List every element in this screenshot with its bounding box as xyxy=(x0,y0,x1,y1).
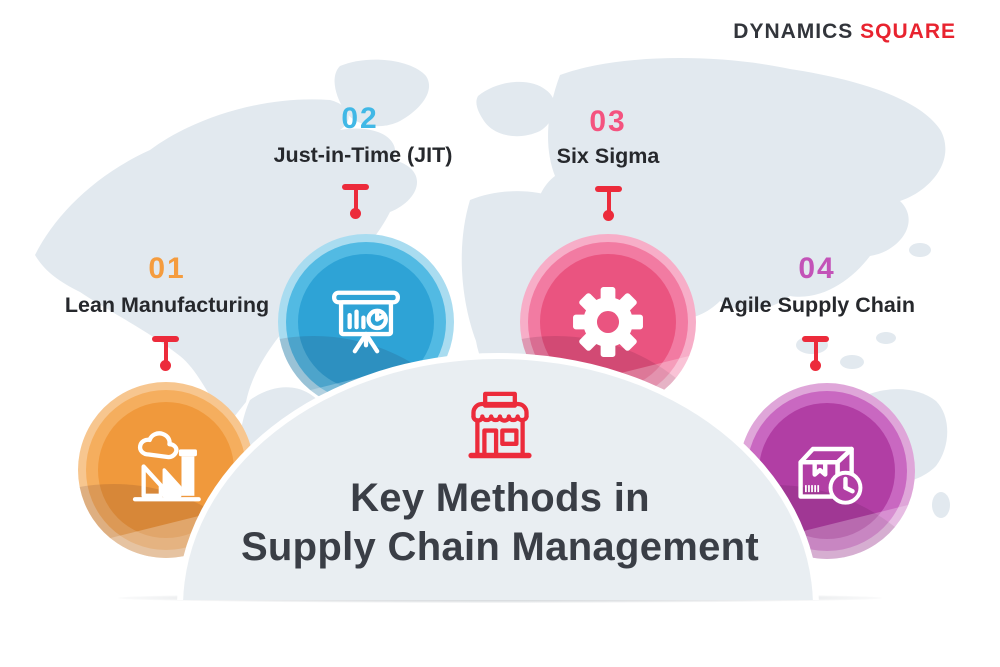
method-4-label: Agile Supply Chain xyxy=(719,293,915,317)
method-2-number: 02 xyxy=(341,102,379,135)
pin-marker-icon xyxy=(802,336,829,372)
page-title: Key Methods in Supply Chain Management xyxy=(241,474,759,572)
presentation-chart-icon xyxy=(332,290,400,354)
page-title-line-2: Supply Chain Management xyxy=(240,525,760,569)
method-2-label: Just-in-Time (JIT) xyxy=(273,143,453,167)
storefront-icon xyxy=(468,391,532,459)
method-1-label: Lean Manufacturing xyxy=(64,293,270,317)
page-title-line-1: Key Methods in xyxy=(350,476,650,520)
pin-marker-icon xyxy=(152,336,179,372)
method-3-number: 03 xyxy=(589,105,627,138)
gear-icon xyxy=(573,287,643,357)
method-3-label: Six Sigma xyxy=(556,144,660,168)
pin-marker-icon xyxy=(595,186,622,222)
factory-icon xyxy=(132,431,201,502)
title-dome: Key Methods in Supply Chain Management xyxy=(140,350,860,600)
package-clock-icon xyxy=(798,446,863,505)
pin-marker-icon xyxy=(342,184,369,220)
logo-word-dynamics: DYNAMICS xyxy=(733,20,854,43)
method-4-number: 04 xyxy=(798,252,836,285)
method-1-number: 01 xyxy=(148,252,186,285)
logo-word-square: SQUARE xyxy=(860,20,956,43)
dynamics-square-logo: DYNAMICS SQUARE xyxy=(733,20,956,44)
